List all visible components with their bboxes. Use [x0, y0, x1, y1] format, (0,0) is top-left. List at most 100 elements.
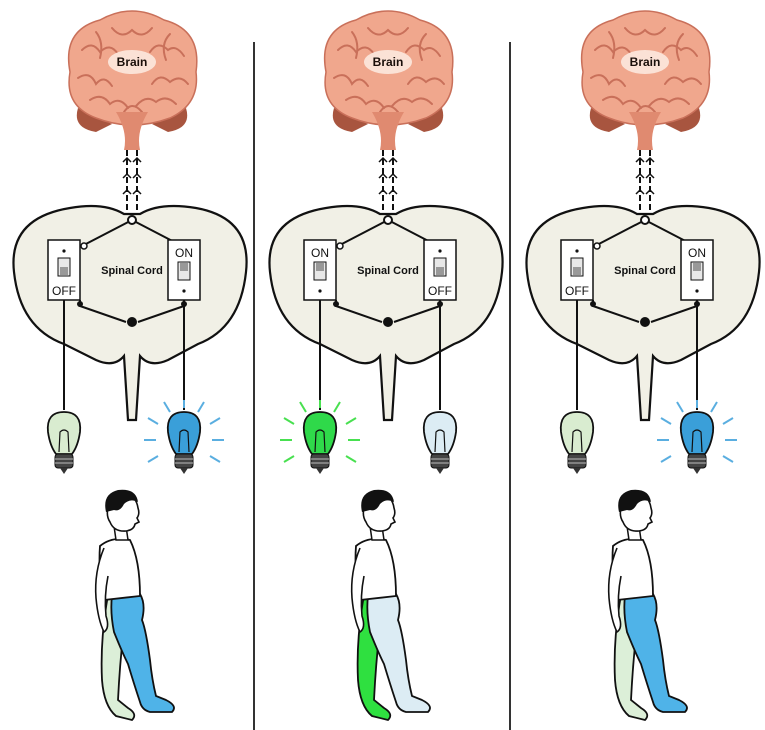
walking-figure: [94, 489, 175, 721]
bulb-filament: [314, 429, 326, 453]
brainstem: [116, 112, 148, 150]
pathway-arrow: [122, 188, 132, 195]
glow-ray: [147, 455, 159, 463]
bulb-base: [687, 453, 707, 469]
brain-label-highlight: [364, 50, 412, 74]
switch-left: OFF: [47, 239, 81, 301]
brain-fold: [664, 76, 702, 85]
brain-fold: [367, 27, 409, 36]
near-leg: [366, 593, 431, 713]
brainstem: [372, 112, 404, 150]
bulb-right: [657, 400, 737, 474]
bulb-tip: [60, 468, 68, 474]
junction-center: [383, 317, 393, 327]
bulb-glass: [422, 411, 458, 455]
screw: [438, 249, 442, 253]
bulb-right: [422, 411, 458, 474]
descending-pathways: [378, 150, 398, 212]
brain-fold: [594, 44, 632, 55]
cord-label: Spinal Cord: [357, 265, 419, 277]
bulb-tip: [573, 468, 581, 474]
brain-label: Brain: [117, 55, 148, 69]
junction-left: [593, 242, 601, 250]
glow-ray: [333, 401, 341, 413]
cord-cross-section: [12, 204, 248, 422]
glow-ray: [722, 455, 734, 463]
switch-left: OFF: [560, 239, 594, 301]
brain: Brain: [67, 10, 198, 150]
bulb-glass: [302, 411, 338, 455]
bulb-glass: [559, 411, 595, 455]
arm: [94, 547, 109, 634]
cord-label: Spinal Cord: [614, 265, 676, 277]
brain-shadow-left: [589, 108, 625, 132]
pathway-arrow: [388, 172, 398, 179]
screw: [62, 249, 66, 253]
bulb-filament: [691, 429, 703, 453]
node-left: [590, 301, 596, 307]
bulb-tip: [436, 468, 444, 474]
switch-label: OFF: [565, 284, 589, 298]
bulb-left: [280, 400, 360, 474]
glow-ray: [345, 417, 357, 425]
switch-right: ON: [680, 239, 714, 301]
toggle-lever: [436, 267, 444, 275]
pathway-arrow: [645, 172, 655, 179]
brainstem: [629, 112, 661, 150]
brain-fold: [162, 33, 171, 61]
brain-fold: [149, 44, 185, 57]
toggle-lever: [60, 267, 68, 275]
brain-fold: [345, 95, 385, 109]
bulb-base: [567, 453, 587, 469]
brain-fold: [624, 27, 666, 36]
glow-ray: [722, 417, 734, 425]
bulb-base: [310, 453, 330, 469]
glow-ray: [209, 455, 221, 463]
bulb-glass: [679, 411, 715, 455]
brain: Brain: [323, 10, 454, 150]
bulb-tip: [316, 468, 324, 474]
brain-fold: [662, 44, 698, 57]
brain: Brain: [580, 10, 711, 150]
brain-fold: [407, 76, 445, 85]
screw: [695, 289, 699, 293]
junction-left: [80, 242, 88, 250]
junction-center: [640, 317, 650, 327]
pathway-arrow: [388, 156, 398, 163]
bulb-filament: [571, 429, 583, 453]
brain-fold: [405, 44, 441, 57]
walking-figure: [607, 489, 688, 721]
pathway-arrow: [635, 172, 645, 179]
glow-ray: [676, 401, 684, 413]
screw: [575, 249, 579, 253]
bulb-base: [430, 453, 450, 469]
brain-fold: [351, 31, 359, 59]
switch-left: ON: [303, 239, 337, 301]
brain-fold: [379, 105, 399, 113]
brain-fold: [648, 97, 690, 107]
brain-fold: [391, 97, 433, 107]
junction-top: [127, 215, 137, 225]
junction-top: [383, 215, 393, 225]
glow-ray: [197, 401, 205, 413]
switch-label: ON: [311, 246, 329, 260]
switch-right: OFF: [423, 239, 457, 301]
bulb-filament: [434, 429, 446, 453]
pathway-arrow: [645, 188, 655, 195]
switch-label: OFF: [428, 284, 452, 298]
near-leg: [110, 593, 175, 713]
brain-fold: [81, 44, 119, 55]
brain-fold: [123, 105, 143, 113]
glow-ray: [660, 417, 672, 425]
pathway-arrow: [645, 156, 655, 163]
pathway-arrow: [388, 188, 398, 195]
brain-fold: [77, 74, 113, 87]
screw: [318, 289, 322, 293]
glow-ray: [147, 417, 159, 425]
pathway-arrow: [132, 188, 142, 195]
brain-fold: [333, 74, 369, 87]
